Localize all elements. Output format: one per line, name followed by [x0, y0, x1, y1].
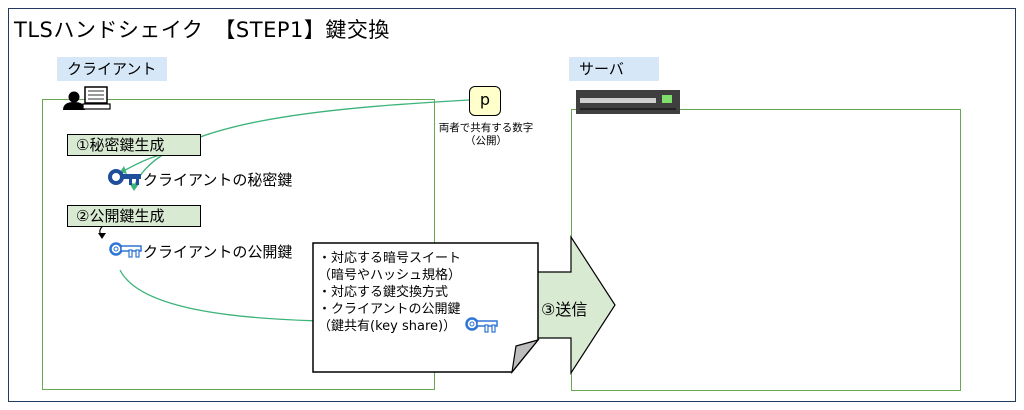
private-key-icon: [108, 169, 141, 185]
message-line: （暗号やハッシュ規格）: [318, 268, 462, 283]
message-note-text: ・対応する暗号スイート （暗号やハッシュ規格） ・対応する鍵交換方式 ・クライア…: [318, 250, 528, 335]
client-label: クライアント: [57, 57, 167, 81]
caption-line-1: 両者で共有する数字: [438, 122, 534, 134]
send-label: ③送信: [541, 300, 588, 319]
public-key-label: クライアントの公開鍵: [143, 243, 293, 261]
shared-number-box: p: [469, 86, 501, 116]
server-icon: [576, 90, 680, 114]
diagram-frame: [8, 8, 1016, 402]
message-line: （鍵共有(key share)）: [318, 319, 457, 334]
private-key-label: クライアントの秘密鍵: [143, 171, 293, 189]
shared-number-caption: 両者で共有する数字 （公開）: [438, 122, 534, 148]
public-key-icon: [109, 242, 142, 258]
caption-line-2: （公開）: [465, 135, 507, 147]
message-line: ・クライアントの公開鍵: [318, 302, 461, 317]
message-line: ・対応する鍵交換方式: [318, 285, 449, 300]
user-icon: [63, 91, 85, 110]
server-label: サーバ: [569, 57, 659, 81]
public-key-icon: [465, 317, 498, 333]
computer-icon: [82, 86, 111, 110]
step1-box: ①秘密鍵生成: [67, 134, 201, 156]
message-line: ・対応する暗号スイート: [318, 251, 462, 266]
p-to-private-curve: [133, 99, 470, 188]
send-arrow: [532, 234, 616, 376]
diagram-title: TLSハンドシェイク 【STEP1】鍵交換: [14, 18, 390, 42]
step2-box: ②公開鍵生成: [67, 205, 201, 227]
